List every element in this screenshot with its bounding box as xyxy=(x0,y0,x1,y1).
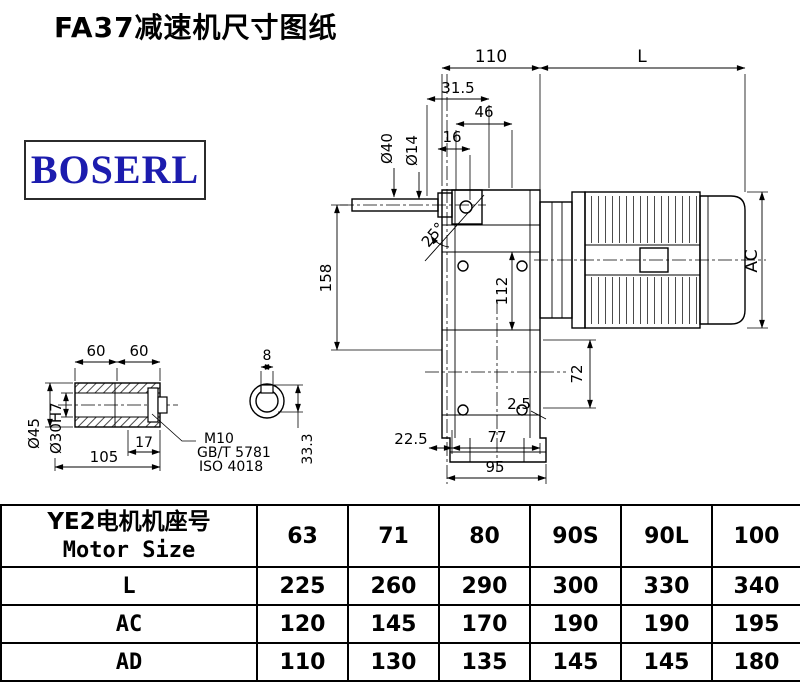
bolt-hole xyxy=(516,260,528,272)
L-value: 260 xyxy=(347,566,440,606)
table-row-AD: AD 110 130 135 145 145 180 xyxy=(0,642,800,682)
motor-size-table: YE2电机机座号 Motor Size 63 71 80 90S 90L 100… xyxy=(0,504,800,682)
motor-size-value: 63 xyxy=(256,504,349,568)
main-view xyxy=(351,189,746,463)
motor-size-label-en: Motor Size xyxy=(62,538,196,563)
dim-105-label: 105 xyxy=(90,448,119,466)
AD-value: 145 xyxy=(620,642,713,682)
AC-value: 195 xyxy=(711,604,800,644)
dim-33-3-label: 33.3 xyxy=(300,433,316,464)
shaft-end-outer-circle xyxy=(249,383,285,419)
L-value: 330 xyxy=(620,566,713,606)
boserl-logo: BOSERL xyxy=(24,140,206,200)
flange-bolt-hole xyxy=(459,200,473,214)
row-AC-label: AC xyxy=(0,604,258,644)
motor-size-value: 90L xyxy=(620,504,713,568)
dim-AC-label: AC xyxy=(742,249,762,272)
input-flange xyxy=(451,189,483,225)
motor-size-value: 100 xyxy=(711,504,800,568)
motor-size-value: 90S xyxy=(529,504,622,568)
shaft-detail-view: 60 60 Ø45 Ø30H7 17 105 M10 GB/T 5781 ISO… xyxy=(25,342,271,475)
dim-22-5-label: 22.5 xyxy=(394,430,427,448)
table-row-L: L 225 260 290 300 330 340 xyxy=(0,566,800,606)
note-m10: M10 xyxy=(204,431,234,447)
dim-d40-label: Ø40 xyxy=(378,133,396,164)
shaft-end-view: 8 33.3 xyxy=(249,348,316,465)
fan-cowl xyxy=(699,195,746,325)
note-gbt-5781: GB/T 5781 xyxy=(197,445,271,461)
AD-value: 135 xyxy=(438,642,531,682)
dim-95-label: 95 xyxy=(485,458,504,476)
AC-value: 170 xyxy=(438,604,531,644)
main-view-dimensions: 110 L 31.5 46 16 Ø40 Ø14 25° xyxy=(317,47,768,484)
dim-d14-label: Ø14 xyxy=(403,135,421,166)
bolt-hole xyxy=(457,404,469,416)
dim-L-label: L xyxy=(637,47,647,67)
dim-112-label: 112 xyxy=(493,277,511,306)
end-bolt xyxy=(157,396,168,414)
AD-value: 130 xyxy=(347,642,440,682)
end-washer xyxy=(147,387,159,423)
motor-size-label-cn: YE2电机机座号 xyxy=(47,509,211,535)
table-row-AC: AC 120 145 170 190 190 195 xyxy=(0,604,800,644)
dim-46-label: 46 xyxy=(474,103,493,121)
dim-60-right-label: 60 xyxy=(129,342,148,360)
dim-17-label: 17 xyxy=(135,435,153,451)
AC-value: 145 xyxy=(347,604,440,644)
L-value: 340 xyxy=(711,566,800,606)
centerlines xyxy=(58,74,766,484)
note-iso-4018: ISO 4018 xyxy=(199,459,263,475)
dim-d45-label: Ø45 xyxy=(25,418,43,449)
bolt-hole xyxy=(516,404,528,416)
dimension-drawing: 110 L 31.5 46 16 Ø40 Ø14 25° xyxy=(25,47,768,484)
dim-2-5-label: 2.5 xyxy=(507,395,531,413)
dim-d30h7-label: Ø30H7 xyxy=(47,402,65,454)
AD-value: 110 xyxy=(256,642,349,682)
dim-158-label: 158 xyxy=(317,264,335,293)
motor-size-value: 80 xyxy=(438,504,531,568)
AD-value: 180 xyxy=(711,642,800,682)
AC-value: 190 xyxy=(529,604,622,644)
keyway xyxy=(260,384,274,394)
dim-110-label: 110 xyxy=(475,47,507,67)
AD-value: 145 xyxy=(529,642,622,682)
dim-16-label: 16 xyxy=(442,128,461,146)
dim-72-label: 72 xyxy=(568,364,586,383)
L-value: 290 xyxy=(438,566,531,606)
dim-77-label: 77 xyxy=(487,428,506,446)
dim-60-left-label: 60 xyxy=(86,342,105,360)
AC-value: 190 xyxy=(620,604,713,644)
row-AD-label: AD xyxy=(0,642,258,682)
motor-size-header-cell: YE2电机机座号 Motor Size xyxy=(0,504,258,568)
motor-size-value: 71 xyxy=(347,504,440,568)
L-value: 300 xyxy=(529,566,622,606)
dim-31-5-label: 31.5 xyxy=(441,79,474,97)
row-L-label: L xyxy=(0,566,258,606)
motor-nameplate xyxy=(639,247,669,273)
bolt-hole xyxy=(457,260,469,272)
AC-value: 120 xyxy=(256,604,349,644)
boserl-logo-text: BOSERL xyxy=(30,147,200,192)
L-value: 225 xyxy=(256,566,349,606)
page-title: FA37减速机尺寸图纸 xyxy=(54,11,338,44)
dim-8-label: 8 xyxy=(263,348,272,364)
table-header-row: YE2电机机座号 Motor Size 63 71 80 90S 90L 100 xyxy=(0,504,800,568)
